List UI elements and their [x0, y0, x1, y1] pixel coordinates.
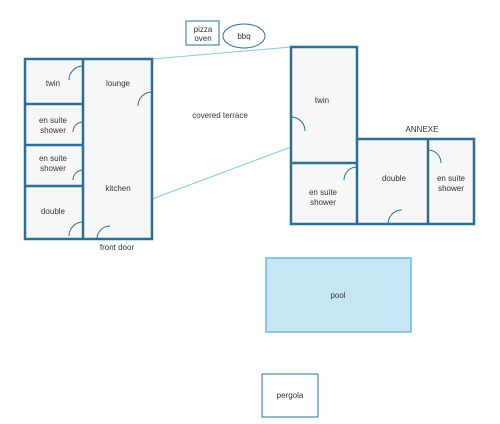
door-front [96, 225, 111, 240]
bbq-label: bbq [237, 32, 250, 41]
door-double [68, 221, 84, 237]
main-house: twin lounge en suite shower en suite sho… [23, 57, 154, 241]
pizza-oven [185, 20, 220, 46]
terrace-connector-top [151, 46, 292, 60]
door-twin-annexe [290, 116, 306, 132]
door-ensuite-4 [427, 149, 442, 164]
label-ensuite-1b: shower [40, 126, 66, 135]
label-annexe: ANNEXE [406, 125, 439, 134]
label-lounge: lounge [106, 79, 131, 88]
door-ensuite-2 [72, 169, 84, 181]
label-kitchen: kitchen [105, 184, 130, 193]
label-ensuite-3b: shower [310, 198, 336, 207]
main-house-outline [23, 57, 154, 241]
label-twin-annexe: twin [315, 96, 329, 105]
pizza-oven-label-2: oven [194, 34, 211, 43]
label-ensuite-4a: en suite [437, 174, 466, 183]
door-ensuite-3 [343, 166, 358, 181]
pizza-oven-label-1: pizza [194, 25, 213, 34]
label-ensuite-4b: shower [438, 184, 464, 193]
door-lounge-terrace [137, 91, 153, 107]
label-double-annexe: double [382, 174, 407, 183]
door-ensuite-1 [72, 121, 84, 133]
pergola [261, 373, 319, 418]
terrace-connector-bottom [151, 146, 292, 200]
label-ensuite-1a: en suite [39, 116, 68, 125]
door-double-annexe [387, 209, 403, 225]
label-ensuite-3a: en suite [309, 188, 338, 197]
label-ensuite-2a: en suite [39, 154, 68, 163]
annexe-building: twin en suite shower double en suite sho… [289, 45, 476, 226]
label-covered-terrace: covered terrace [192, 111, 248, 120]
door-twin [68, 65, 84, 81]
pool [265, 257, 412, 333]
label-double: double [41, 207, 66, 216]
label-front-door: front door [100, 243, 135, 252]
bbq [222, 23, 266, 49]
label-twin: twin [46, 79, 60, 88]
label-ensuite-2b: shower [40, 164, 66, 173]
label-pool: pool [330, 291, 345, 300]
label-pergola: pergola [277, 391, 304, 400]
